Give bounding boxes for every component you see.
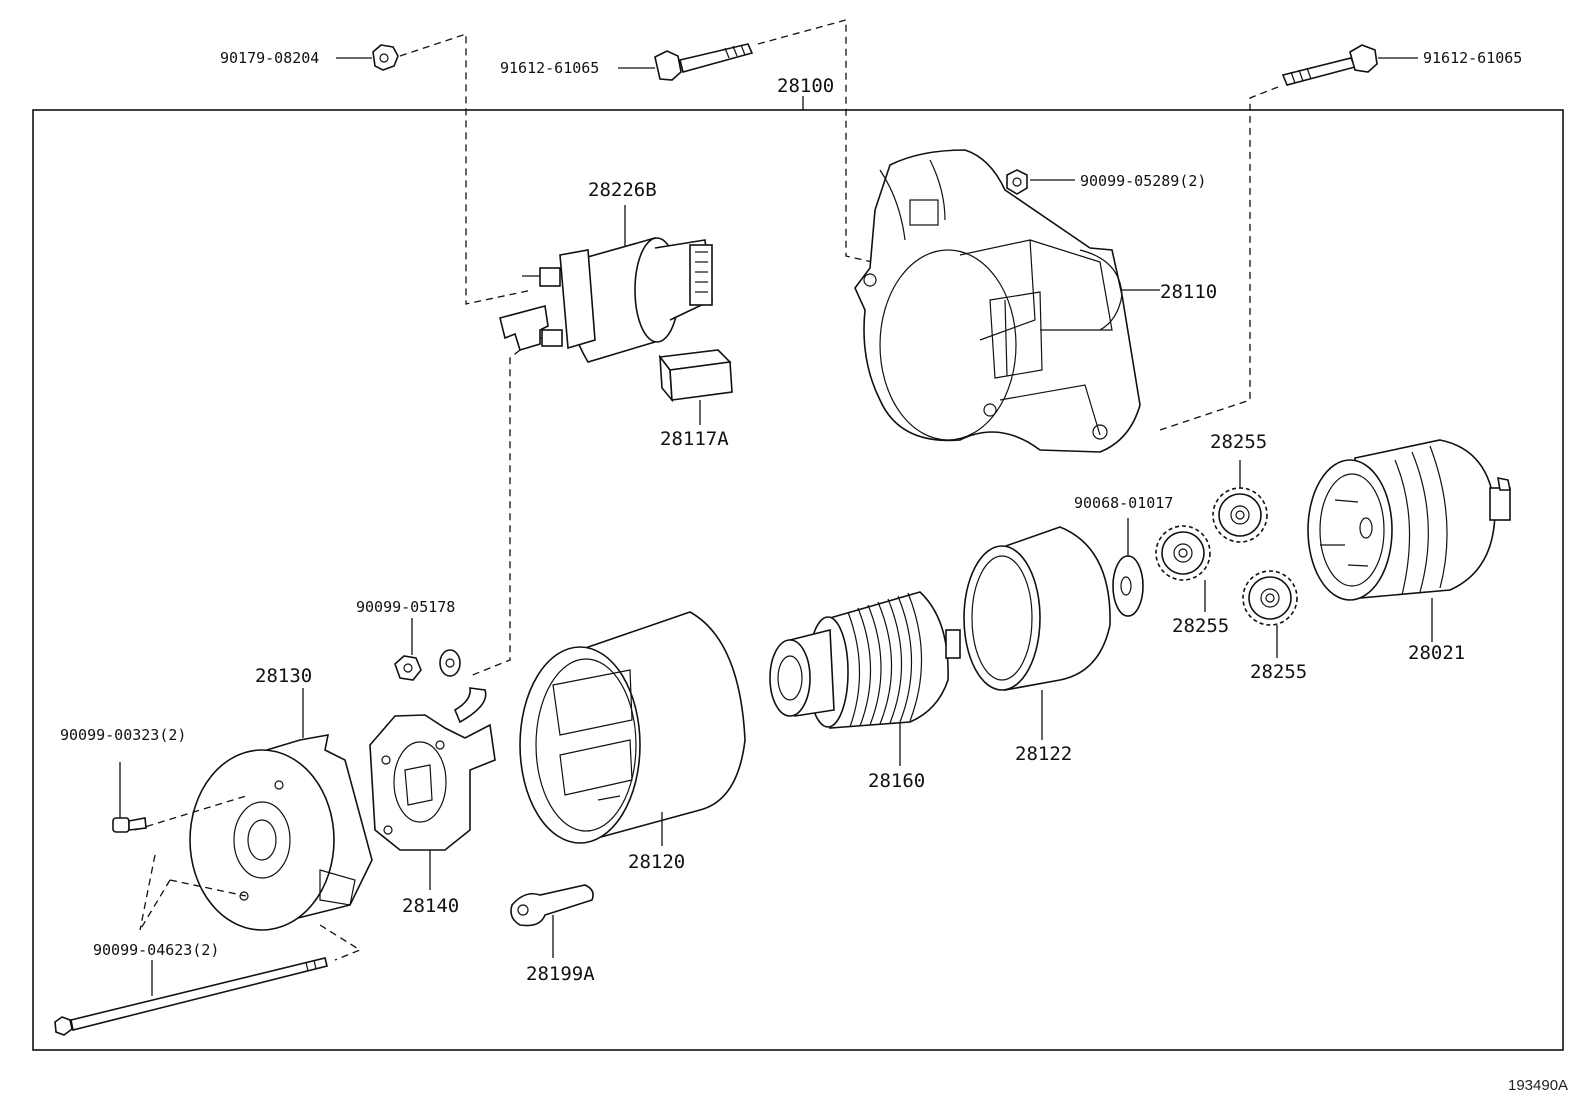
label-90099-05178: 90099-05178 bbox=[356, 598, 455, 616]
label-28110: 28110 bbox=[1160, 281, 1217, 303]
label-91612-61065-left: 91612-61065 bbox=[500, 59, 599, 77]
label-91612-61065-right: 91612-61065 bbox=[1423, 49, 1522, 67]
ring-gear-28122 bbox=[963, 526, 1111, 740]
label-90099-00323: 90099-00323(2) bbox=[60, 726, 186, 744]
label-90099-05289: 90099-05289(2) bbox=[1080, 172, 1206, 190]
label-28122: 28122 bbox=[1015, 743, 1072, 765]
label-28021: 28021 bbox=[1408, 642, 1465, 664]
label-90179-08204: 90179-08204 bbox=[220, 49, 319, 67]
label-28160: 28160 bbox=[868, 770, 925, 792]
bolt-91612-61065-right bbox=[1159, 44, 1418, 431]
washer-90068-01017 bbox=[1112, 518, 1144, 617]
bolt-91612-61065-left bbox=[618, 19, 891, 267]
label-28140: 28140 bbox=[402, 895, 459, 917]
label-90068-01017: 90068-01017 bbox=[1074, 494, 1173, 512]
label-28199A: 28199A bbox=[526, 963, 595, 985]
yoke-28120 bbox=[519, 611, 746, 846]
label-28255-top: 28255 bbox=[1210, 431, 1267, 453]
label-28226B: 28226B bbox=[588, 179, 657, 201]
part-28117A-block bbox=[658, 349, 733, 425]
lead-wire-28199A bbox=[510, 884, 594, 958]
diagram-reference-id: 193490A bbox=[1508, 1077, 1568, 1094]
through-bolt-90099-04623 bbox=[54, 957, 328, 1036]
label-assembly-28100: 28100 bbox=[777, 75, 834, 97]
planet-gear-top bbox=[1212, 460, 1268, 543]
label-28117A: 28117A bbox=[660, 428, 729, 450]
commutator-end-frame-28130 bbox=[134, 688, 373, 961]
nut-90179-08204 bbox=[336, 33, 533, 305]
label-90099-04623: 90099-04623(2) bbox=[93, 941, 219, 959]
planet-gear-mid bbox=[1155, 525, 1211, 612]
brush-holder-28140 bbox=[369, 687, 496, 890]
label-28120: 28120 bbox=[628, 851, 685, 873]
solenoid-28226B bbox=[469, 205, 713, 677]
planetary-carrier-28021 bbox=[1307, 439, 1511, 642]
planet-gear-bottom bbox=[1242, 570, 1298, 658]
label-28255-mid: 28255 bbox=[1172, 615, 1229, 637]
nut-90099-05178 bbox=[394, 618, 461, 681]
assembly-frame bbox=[32, 109, 1564, 1051]
housing-28110 bbox=[854, 149, 1160, 453]
label-28255-bottom: 28255 bbox=[1250, 661, 1307, 683]
armature-28160 bbox=[769, 591, 961, 766]
label-28130: 28130 bbox=[255, 665, 312, 687]
screw-90099-00323 bbox=[112, 762, 147, 833]
